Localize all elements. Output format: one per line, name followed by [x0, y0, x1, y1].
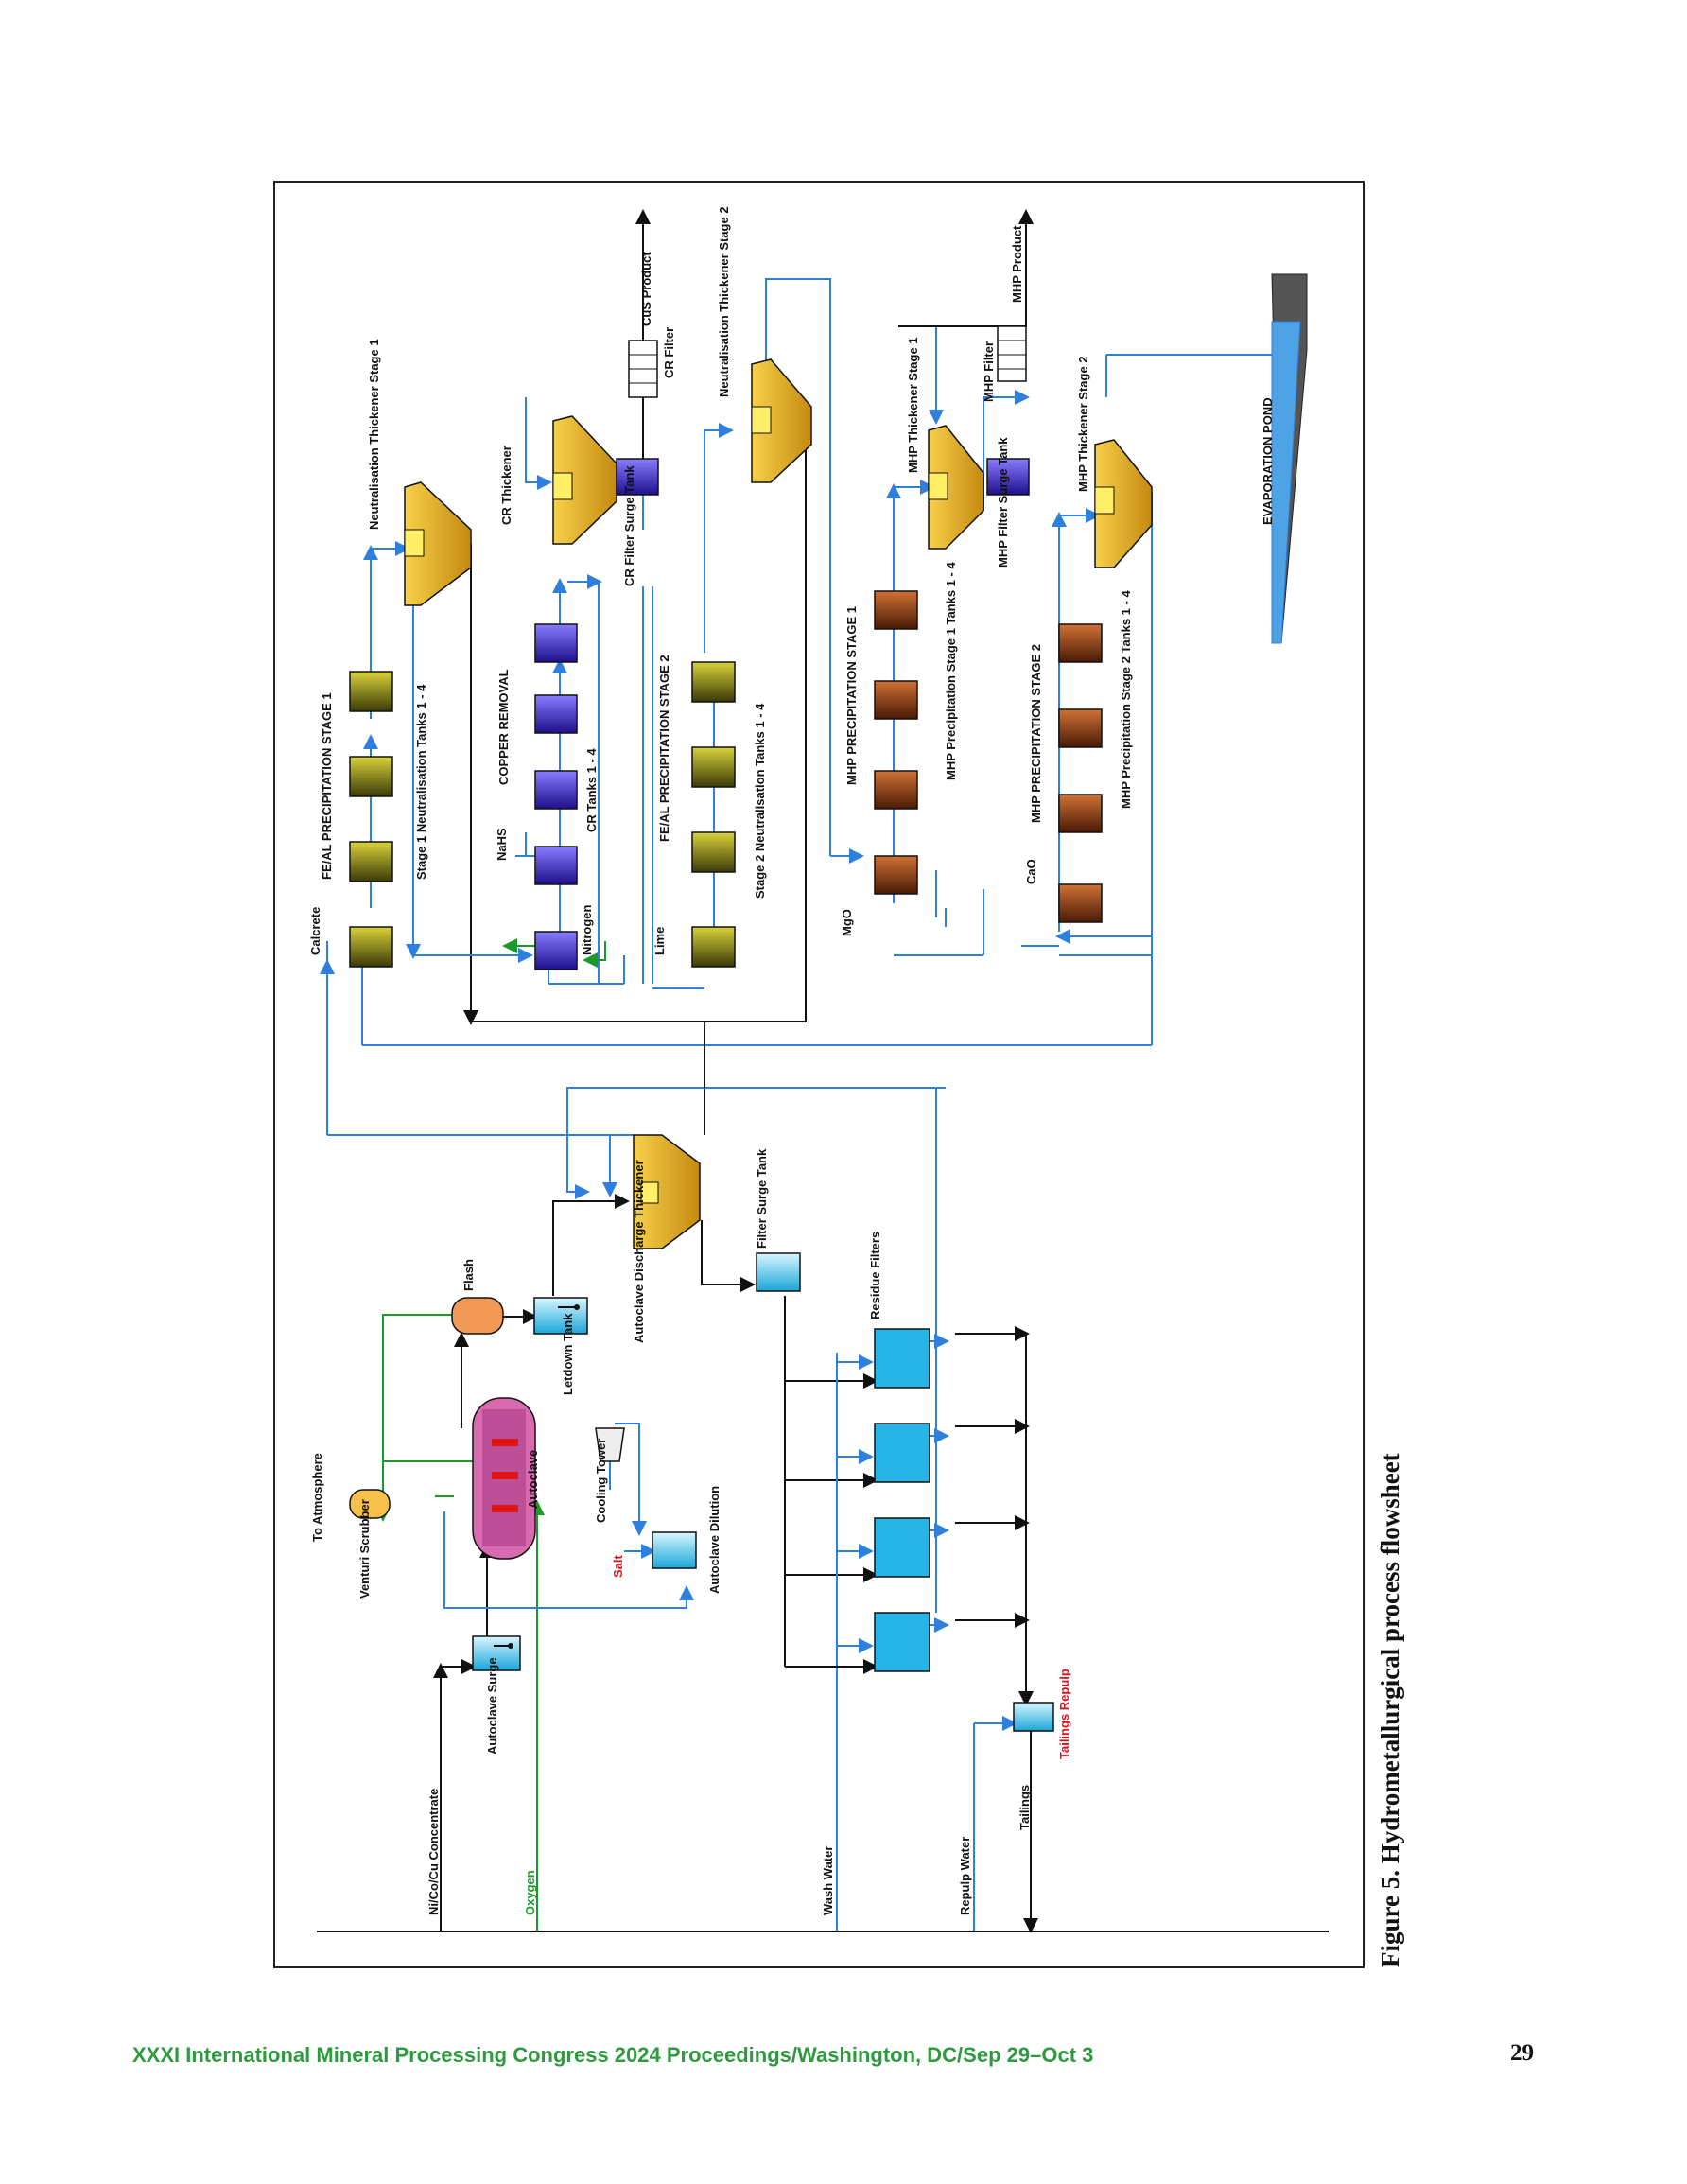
feed-lines [317, 1500, 1329, 1933]
neutralisation-thickener-stage1 [404, 481, 472, 606]
copper-removal [502, 209, 653, 985]
mhp-stage1 [886, 209, 1034, 956]
label-letdown-tank: Letdown Tank [561, 1313, 575, 1395]
autoclave-surge-tank [472, 1635, 521, 1671]
autoclave-dilution-tank [652, 1531, 697, 1569]
label-mhp-stage1: MHP PRECIPITATION STAGE 1 [844, 606, 859, 785]
label-nahs: NaHS [495, 828, 509, 861]
label-mgo: MgO [840, 909, 854, 936]
cr-filter [628, 340, 658, 398]
label-neutralisation-thickener-stage1: Neutralisation Thickener Stage 1 [367, 339, 381, 530]
label-mhp-product: MHP Product [1010, 225, 1024, 303]
label-oxygen: Oxygen [523, 1870, 537, 1915]
label-salt: Salt [611, 1554, 625, 1578]
mhp-thickener-stage2 [1094, 439, 1153, 568]
letdown-tank [533, 1297, 588, 1335]
footer-page-number: 29 [1510, 2040, 1534, 2066]
label-stage1-neut-tanks: Stage 1 Neutralisation Tanks 1 - 4 [414, 684, 428, 880]
main-collectors [361, 414, 1153, 1088]
label-autoclave: Autoclave [526, 1450, 540, 1509]
cooling-tower [595, 1427, 625, 1462]
label-nitrogen: Nitrogen [580, 905, 594, 956]
mhp-thickener-stage1 [928, 425, 984, 550]
figure-frame [273, 181, 1365, 1968]
figure-caption: Figure 5. Hydrometallurgical process flo… [1376, 1453, 1404, 1967]
label-autoclave-surge: Autoclave Surge [485, 1657, 499, 1755]
label-nicocu-concentrate: Ni/Co/Cu Concentrate [426, 1789, 441, 1915]
label-filter-surge-tank: Filter Surge Tank [755, 1148, 769, 1249]
label-mhp-stage2: MHP PRECIPITATION STAGE 2 [1029, 644, 1043, 823]
label-to-atmosphere: To Atmosphere [310, 1453, 324, 1542]
footer-conference: XXXI International Mineral Processing Co… [132, 2043, 1094, 2067]
label-wash-water: Wash Water [821, 1846, 835, 1915]
tailings-repulp-tank [1013, 1702, 1054, 1732]
fe-al-stage1-tanks [349, 671, 393, 968]
venturi-scrubber [349, 1489, 391, 1519]
fe-al-stage2-tanks [691, 661, 736, 968]
label-cr-tanks: CR Tanks 1 - 4 [584, 748, 599, 832]
label-mhp-precip-stage2-tanks: MHP Precipitation Stage 2 Tanks 1 - 4 [1119, 590, 1133, 809]
label-repulp-water: Repulp Water [958, 1837, 972, 1915]
label-residue-filters: Residue Filters [868, 1232, 882, 1319]
label-autoclave-discharge-thickener: Autoclave Discharge Thickener [632, 1160, 646, 1343]
diagram-labels: Ni/Co/Cu Concentrate Oxygen Wash Water R… [308, 206, 1275, 1915]
label-calcrete: Calcrete [308, 907, 322, 955]
cr-filter-surge-tank [616, 458, 659, 496]
filter-surge-tank [756, 1252, 801, 1292]
residue-filters [874, 1328, 930, 1672]
mhp-filter [997, 325, 1027, 382]
label-cooling-tower: Cooling Tower [594, 1439, 608, 1523]
label-mhp-filter: MHP Filter [982, 341, 996, 402]
label-flash: Flash [461, 1259, 476, 1291]
label-fe-al-stage1: FE/AL PRECIPITATION STAGE 1 [320, 692, 334, 880]
flash-vessel [451, 1297, 504, 1335]
label-lime: Lime [652, 927, 667, 955]
label-mhp-thickener-stage1: MHP Thickener Stage 1 [906, 337, 920, 473]
neutralisation-thickener-stage2 [751, 358, 812, 483]
label-neutralisation-thickener-stage2: Neutralisation Thickener Stage 2 [717, 206, 731, 397]
label-cr-filter-surge-tank: CR Filter Surge Tank [622, 465, 636, 586]
residue-filter-section [784, 1088, 1034, 1706]
label-fe-al-stage2: FE/AL PRECIPITATION STAGE 2 [657, 655, 671, 842]
mhp-stage2-tanks [1058, 623, 1103, 923]
label-cao: CaO [1024, 859, 1038, 884]
mhp-stage1-tanks [874, 590, 918, 895]
label-autoclave-dilution: Autoclave Dilution [707, 1486, 722, 1594]
label-cus-product: CuS Product [639, 252, 653, 326]
autoclave-discharge-thickener [633, 1134, 701, 1249]
label-tailings: Tailings [1017, 1785, 1032, 1830]
autoclave-vessel [472, 1397, 536, 1560]
mhp-filter-surge-tank [986, 458, 1030, 496]
label-stage2-neut-tanks: Stage 2 Neutralisation Tanks 1 - 4 [753, 703, 767, 899]
label-evaporation-pond: EVAPORATION POND [1261, 397, 1275, 525]
label-tailings-repulp: Tailings Repulp [1057, 1669, 1071, 1759]
cr-thickener [552, 415, 617, 545]
label-cr-thickener: CR Thickener [499, 446, 513, 525]
label-mhp-precip-stage1-tanks: MHP Precipitation Stage 1 Tanks 1 - 4 [944, 562, 958, 780]
evaporation-pond [1271, 273, 1308, 644]
fe-al-stage2 [652, 278, 864, 989]
label-mhp-filter-surge-tank: MHP Filter Surge Tank [996, 437, 1010, 568]
copper-removal-tanks [534, 623, 578, 970]
label-copper-removal: COPPER REMOVAL [496, 669, 511, 785]
label-venturi-scrubber: Venturi Scrubber [357, 1499, 372, 1599]
label-cr-filter: CR Filter [662, 327, 676, 378]
label-mhp-thickener-stage2: MHP Thickener Stage 2 [1076, 356, 1090, 492]
